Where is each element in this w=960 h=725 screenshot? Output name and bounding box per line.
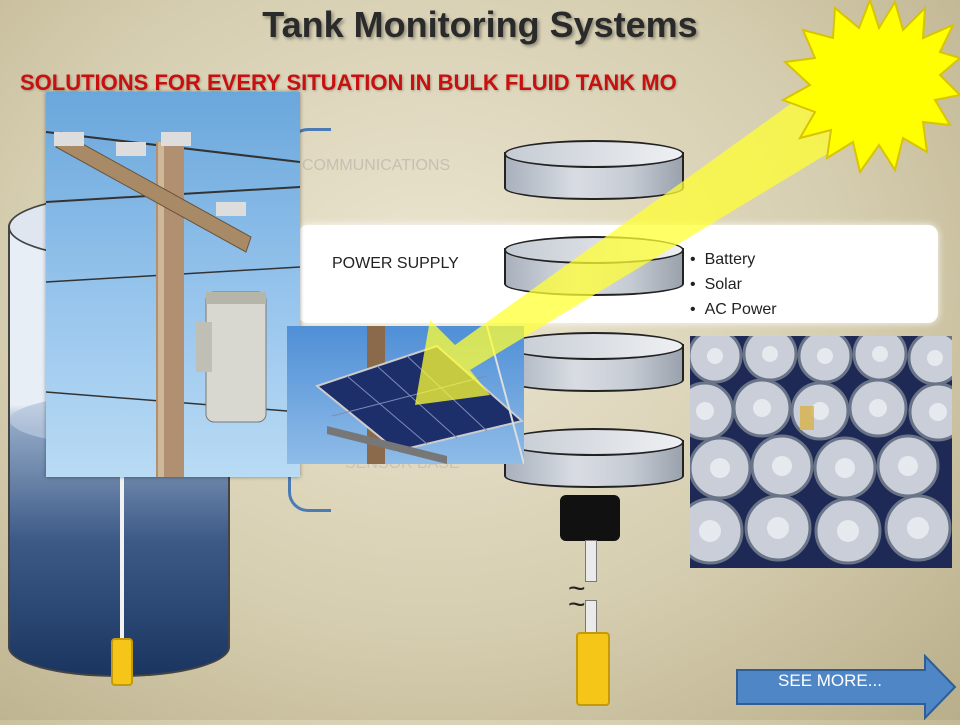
- power-options-list: Battery Solar AC Power: [690, 247, 777, 322]
- solar-panel-photo: [287, 326, 524, 464]
- break-mark-icon: ~: [568, 572, 586, 605]
- batteries-photo: [690, 336, 952, 568]
- power-option-battery: Battery: [690, 247, 777, 272]
- power-option-solar: Solar: [690, 272, 777, 297]
- sun-icon: [780, 0, 960, 175]
- tank-float: [111, 638, 133, 686]
- layer-label-communications: COMMUNICATIONS: [302, 157, 451, 174]
- probe-float: [576, 632, 610, 706]
- disc-power-supply: [504, 236, 684, 306]
- layer-label-power-supply: POWER SUPPLY: [332, 255, 459, 272]
- disc-sensor-base: [504, 428, 684, 496]
- power-option-ac-power: AC Power: [690, 297, 777, 322]
- break-mark-icon-2: ~: [568, 588, 586, 621]
- disc-middle: [504, 332, 684, 398]
- tank-float-wire: [120, 470, 124, 640]
- power-pole-photo: [46, 92, 300, 477]
- page-title: Tank Monitoring Systems: [262, 4, 698, 45]
- see-more-button[interactable]: SEE MORE...: [735, 653, 957, 721]
- disc-communications: [504, 140, 684, 202]
- probe-cap: [560, 495, 620, 541]
- probe-rod-upper: [585, 540, 597, 582]
